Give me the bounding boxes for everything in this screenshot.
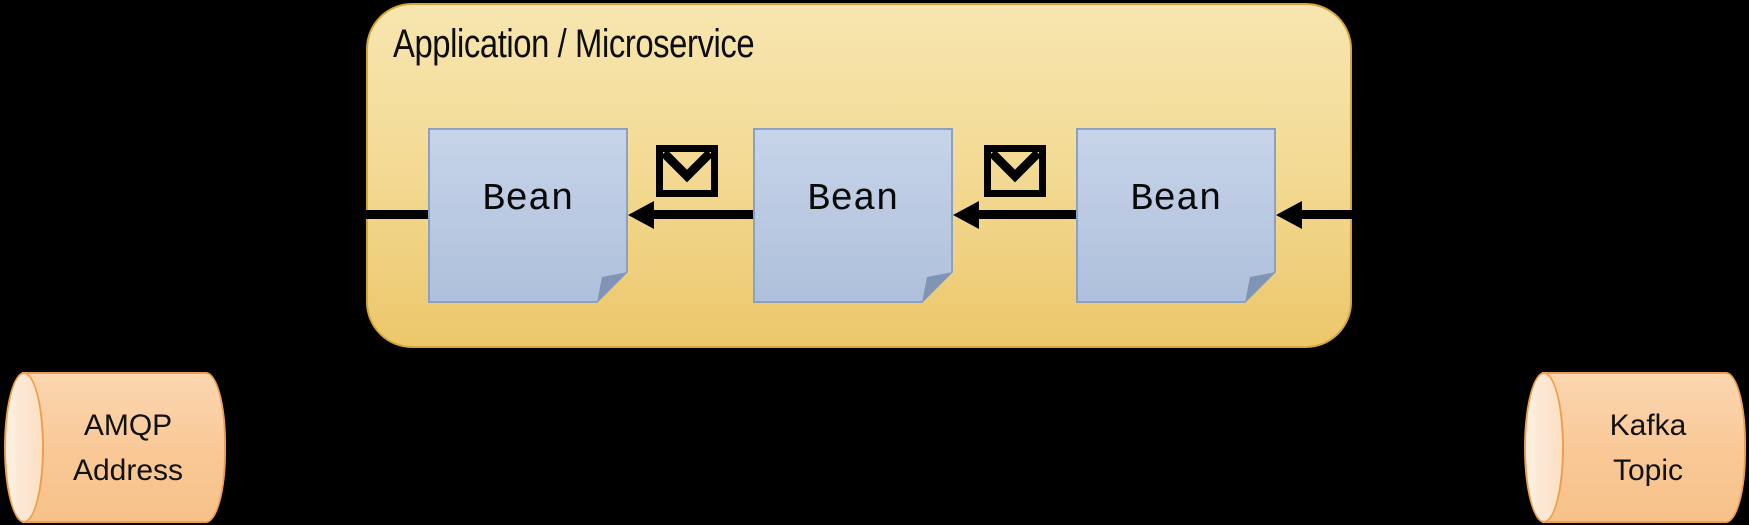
message-envelope-icon <box>656 145 718 197</box>
bean-label: Bean <box>1130 178 1222 221</box>
bean-label-wrap: Bean <box>428 128 628 303</box>
cylinder-body <box>1542 372 1746 523</box>
flow-arrow-exit-left <box>366 210 432 219</box>
kafka-label-line2: Topic <box>1612 453 1684 487</box>
bean-label-wrap: Bean <box>1076 128 1276 303</box>
application-title: Application / Microservice <box>393 22 755 66</box>
flow-arrow-bean3-to-bean2 <box>977 210 1079 219</box>
amqp-address-cylinder: AMQP Address <box>4 372 226 523</box>
kafka-topic-label: Kafka Topic <box>1564 403 1746 493</box>
bean-node-2: Bean <box>753 128 953 303</box>
arrowhead-left-icon <box>953 201 979 229</box>
bean-node-1: Bean <box>428 128 628 303</box>
cylinder-cap <box>1524 372 1564 523</box>
flow-arrow-bean2-to-bean1 <box>652 210 755 219</box>
bean-node-3: Bean <box>1076 128 1276 303</box>
kafka-topic-cylinder: Kafka Topic <box>1524 372 1746 523</box>
message-envelope-icon <box>984 145 1046 197</box>
amqp-label-line2: Address <box>72 453 184 487</box>
kafka-label-line1: Kafka <box>1609 408 1687 442</box>
bean-label: Bean <box>807 178 899 221</box>
amqp-address-label: AMQP Address <box>44 403 226 493</box>
flow-arrow-inbound-right <box>1300 210 1356 219</box>
bean-note-shape <box>753 128 953 303</box>
bean-note-shape <box>428 128 628 303</box>
bean-note-shape <box>1076 128 1276 303</box>
application-microservice-box: Application / Microservice Bean Bean <box>366 3 1356 348</box>
cylinder-cap <box>4 372 44 523</box>
bean-label: Bean <box>482 178 574 221</box>
amqp-label-line1: AMQP <box>83 408 173 442</box>
arrowhead-left-icon <box>628 201 654 229</box>
arrowhead-left-icon <box>1276 201 1302 229</box>
bean-label-wrap: Bean <box>753 128 953 303</box>
